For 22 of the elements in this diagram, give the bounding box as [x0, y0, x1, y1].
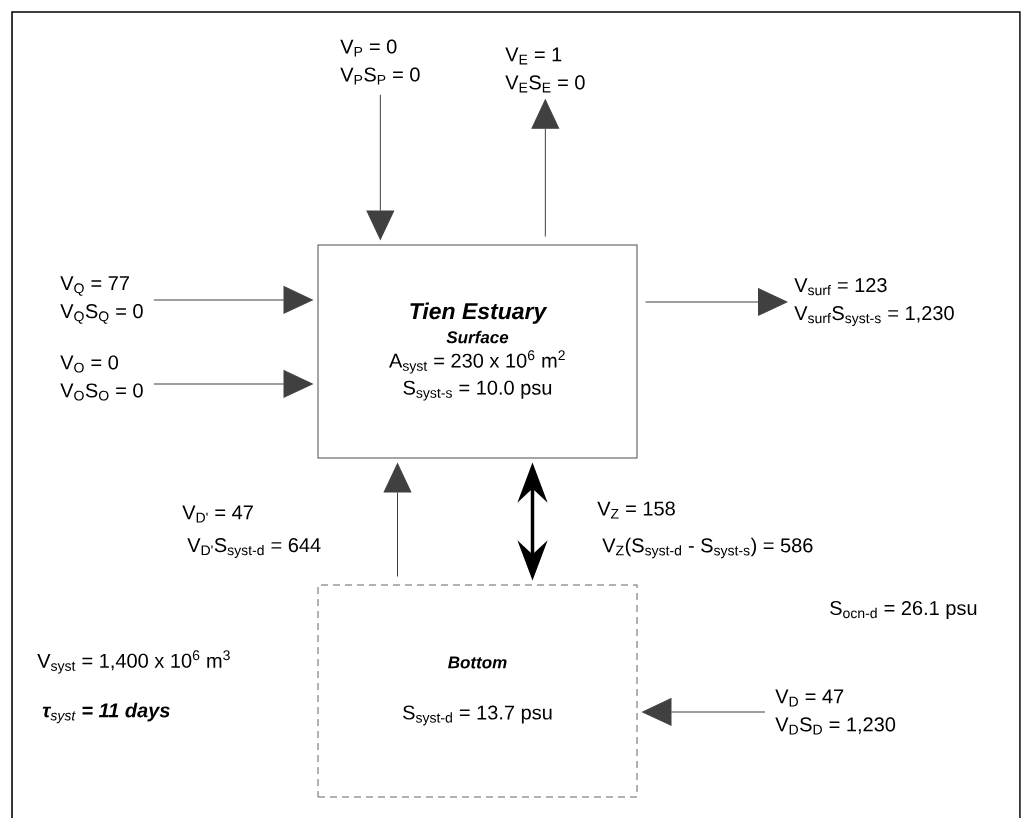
flux-label: V$_{syst}$ = 1,400 x 10$^{6}$ m$^{3}$	[37, 650, 230, 674]
flux-label: V$_{Z}$ = 158	[597, 501, 675, 519]
flux-label: V$_{E}$ = 1 V$_{E}$S$_{E}$ = 0	[505, 47, 585, 93]
arrow	[153, 286, 313, 314]
flux-label: V$_{P}$ = 0 V$_{P}$S$_{P}$ = 0	[340, 39, 420, 85]
flux-label: V$_{D}$ = 47 V$_{D}$S$_{D}$ = 1,230	[775, 689, 896, 735]
flux-label: V$_{Z}$(S$_{syst-d}$ - S$_{syst-s}$) = 586	[602, 537, 813, 559]
arrow	[153, 370, 313, 398]
arrow	[642, 698, 766, 726]
arrow	[366, 94, 395, 240]
flux-label: S$_{ocn-d}$ = 26.1 psu	[830, 600, 977, 620]
arrow	[383, 463, 412, 577]
arrow	[645, 288, 788, 316]
flux-label: V$_{O}$ = 0 V$_{O}$S$_{O}$ = 0	[60, 355, 143, 401]
compartment-box: Bottom S$_{syst-d}$ = 13.7 psu	[317, 584, 638, 798]
flux-label: V$_{D'}$S$_{syst-d}$ = 644	[187, 538, 321, 558]
flux-label: V$_{surf}$ = 123 V$_{surf}$S$_{syst-s}$ = 1,230	[794, 278, 954, 326]
flux-label: V$_{D'}$ = 47	[182, 505, 253, 523]
compartment-box: Tien Estuary Surface A$_{syst}$ = 230 x 10$^{6}$ m$^{2}$ S$_{syst-s}$ = 10.0 psu	[317, 244, 638, 459]
flux-label: τ$_{syst}$ = 11 days	[42, 702, 170, 724]
arrow	[531, 99, 560, 237]
flux-label: V$_{Q}$ = 77 V$_{Q}$S$_{Q}$ = 0	[60, 276, 143, 324]
